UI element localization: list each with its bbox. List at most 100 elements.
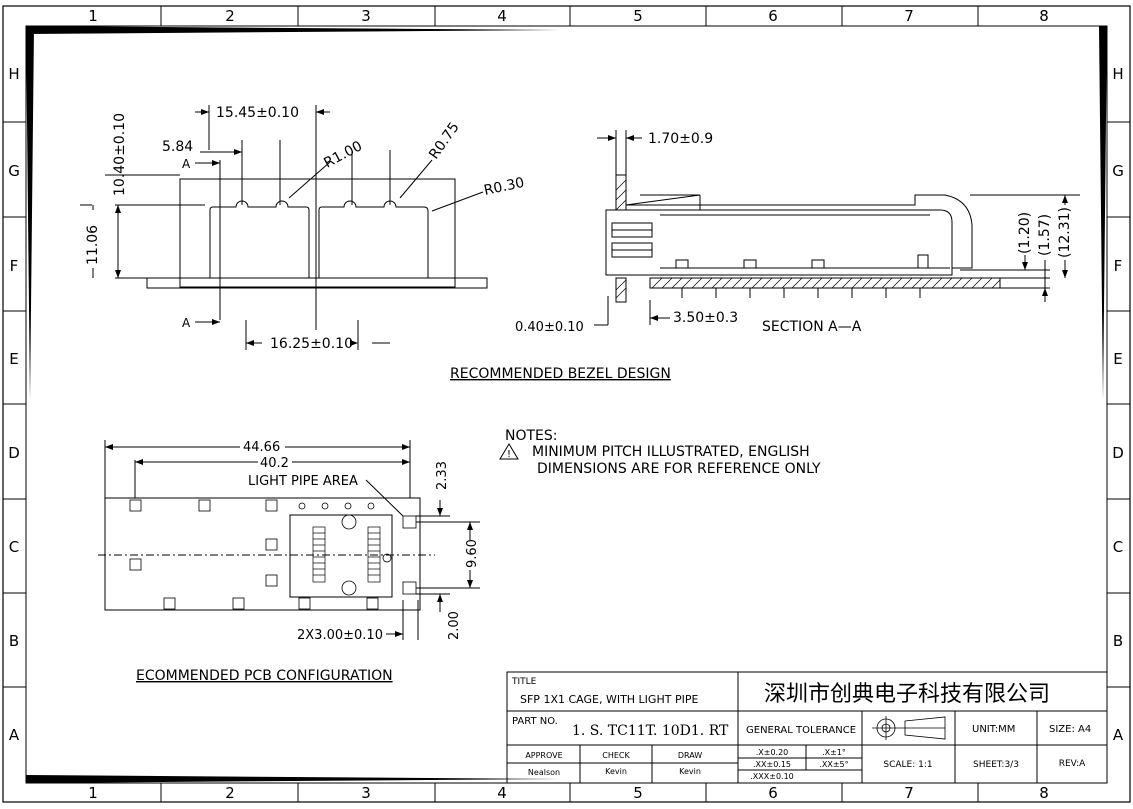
bezel-arrows bbox=[115, 109, 358, 346]
row-label: H bbox=[8, 65, 19, 83]
dim-5-84: 5.84 bbox=[162, 139, 193, 155]
rev: REV:A bbox=[1059, 759, 1086, 769]
section-view bbox=[594, 130, 1080, 326]
pcb-arrows bbox=[105, 444, 473, 637]
dim-1-57: (1.57) bbox=[1037, 214, 1053, 256]
col-label: 2 bbox=[225, 7, 235, 25]
draw-name: Kevin bbox=[679, 767, 701, 776]
section-arrows bbox=[608, 135, 1068, 321]
col-label: 3 bbox=[361, 7, 371, 25]
projection-symbol-icon bbox=[872, 716, 946, 740]
check-name: Kevin bbox=[605, 767, 627, 776]
unit: UNIT:MM bbox=[972, 724, 1015, 735]
row-label: F bbox=[10, 257, 19, 275]
row-label: D bbox=[1112, 444, 1124, 462]
bezel-view bbox=[80, 105, 488, 350]
section-labels: 1.70±0.9 0.40±0.10 3.50±0.3 SECTION A—A … bbox=[515, 131, 1073, 335]
col-label: 2 bbox=[225, 784, 235, 802]
dim-9-60: 9.60 bbox=[465, 539, 480, 568]
dim-r1-00: R1.00 bbox=[321, 138, 365, 171]
col-label: 6 bbox=[768, 784, 778, 802]
col-label: 4 bbox=[497, 7, 507, 25]
tol-angle-2: .XX±5° bbox=[819, 760, 848, 769]
tol-x: .X±0.20 bbox=[756, 748, 789, 757]
dim-15-45: 15.45±0.10 bbox=[216, 105, 299, 121]
col-label: 5 bbox=[633, 7, 643, 25]
dim-40-2: 40.2 bbox=[260, 456, 289, 471]
tol-angle-1: .X±1° bbox=[822, 748, 846, 757]
section-label: SECTION A—A bbox=[762, 319, 862, 335]
warning-mark: ! bbox=[507, 449, 511, 460]
row-label: A bbox=[1113, 726, 1124, 744]
dim-2-00: 2.00 bbox=[447, 611, 462, 640]
dim-1-70: 1.70±0.9 bbox=[648, 131, 713, 147]
col-label: 6 bbox=[768, 7, 778, 25]
drawing-frame bbox=[2, 5, 1131, 803]
row-label: C bbox=[1113, 538, 1123, 556]
row-label: E bbox=[9, 350, 18, 368]
title-value: SFP 1X1 CAGE, WITH LIGHT PIPE bbox=[520, 693, 698, 706]
title-block-text: TITLE SFP 1X1 CAGE, WITH LIGHT PIPE 深圳市创… bbox=[511, 677, 1091, 781]
approve-label: APPROVE bbox=[525, 751, 562, 760]
draw-label: DRAW bbox=[678, 751, 702, 760]
row-label: H bbox=[1112, 65, 1123, 83]
notes-line-1: MINIMUM PITCH ILLUSTRATED, ENGLISH bbox=[532, 444, 810, 460]
section-marker-bottom: A bbox=[182, 316, 191, 330]
col-label: 3 bbox=[361, 784, 371, 802]
partno-label: PART NO. bbox=[512, 716, 558, 727]
section-marker-top: A bbox=[182, 157, 191, 171]
dim-2x3-00: 2X3.00±0.10 bbox=[297, 628, 383, 643]
pcb-view bbox=[98, 440, 480, 640]
sheet: SHEET:3/3 bbox=[973, 760, 1019, 770]
notes-line-2: DIMENSIONS ARE FOR REFERENCE ONLY bbox=[537, 461, 821, 477]
col-label: 1 bbox=[88, 784, 98, 802]
row-label: F bbox=[1114, 257, 1123, 275]
check-label: CHECK bbox=[602, 751, 630, 760]
row-label: E bbox=[1113, 350, 1122, 368]
dim-2-33: 2.33 bbox=[435, 461, 450, 490]
col-label: 5 bbox=[633, 784, 643, 802]
partno-value: 1. S. TC11T. 10D1. RT bbox=[572, 723, 729, 739]
row-label: A bbox=[9, 726, 20, 744]
pcb-caption: ECOMMENDED PCB CONFIGURATION bbox=[136, 668, 393, 684]
col-label: 8 bbox=[1039, 784, 1049, 802]
size: SIZE: A4 bbox=[1049, 724, 1091, 735]
col-label: 7 bbox=[904, 784, 914, 802]
title-block bbox=[506, 671, 1108, 784]
row-label: C bbox=[9, 538, 19, 556]
dim-44-66: 44.66 bbox=[243, 440, 280, 455]
bezel-caption: RECOMMENDED BEZEL DESIGN bbox=[450, 366, 671, 382]
notes-title: NOTES: bbox=[505, 428, 558, 444]
dim-12-31: (12.31) bbox=[1057, 207, 1073, 258]
light-pipe-label: LIGHT PIPE AREA bbox=[248, 474, 358, 489]
dim-16-25: 16.25±0.10 bbox=[270, 336, 353, 352]
row-label: B bbox=[1113, 632, 1123, 650]
dim-0-40: 0.40±0.10 bbox=[515, 320, 584, 335]
pcb-labels: 44.66 40.2 LIGHT PIPE AREA 2.33 9.60 2.0… bbox=[136, 440, 480, 684]
approve-name: Nealson bbox=[528, 768, 560, 777]
dim-r0-30: R0.30 bbox=[483, 175, 526, 199]
general-tolerance: GENERAL TOLERANCE bbox=[746, 725, 856, 736]
scale: SCALE: 1:1 bbox=[883, 760, 932, 770]
row-label: B bbox=[9, 632, 19, 650]
tol-xx: .XX±0.15 bbox=[753, 760, 791, 769]
dim-11-06: 11.06 bbox=[85, 225, 101, 265]
notes-block: NOTES: ! MINIMUM PITCH ILLUSTRATED, ENGL… bbox=[499, 428, 821, 477]
row-label: G bbox=[1112, 162, 1124, 180]
dim-r0-75: R0.75 bbox=[426, 120, 463, 163]
row-label: D bbox=[8, 444, 20, 462]
title-label: TITLE bbox=[511, 677, 537, 687]
row-label: G bbox=[8, 162, 20, 180]
tol-xxx: .XXX±0.10 bbox=[750, 772, 794, 781]
col-label: 1 bbox=[88, 7, 98, 25]
dim-3-50: 3.50±0.3 bbox=[673, 310, 738, 326]
company-name: 深圳市创典电子科技有限公司 bbox=[764, 682, 1050, 707]
frame-labels: 1 2 3 4 5 6 7 8 1 2 3 4 5 6 7 8 H G F E … bbox=[8, 7, 1124, 802]
col-label: 7 bbox=[904, 7, 914, 25]
dim-10-40: 10.40±0.10 bbox=[112, 113, 128, 196]
col-label: 4 bbox=[497, 784, 507, 802]
dim-1-20: (1.20) bbox=[1017, 212, 1033, 254]
warning-icon bbox=[499, 443, 519, 460]
bezel-labels: 15.45±0.10 5.84 R1.00 R0.75 R0.30 10.40±… bbox=[85, 105, 671, 382]
